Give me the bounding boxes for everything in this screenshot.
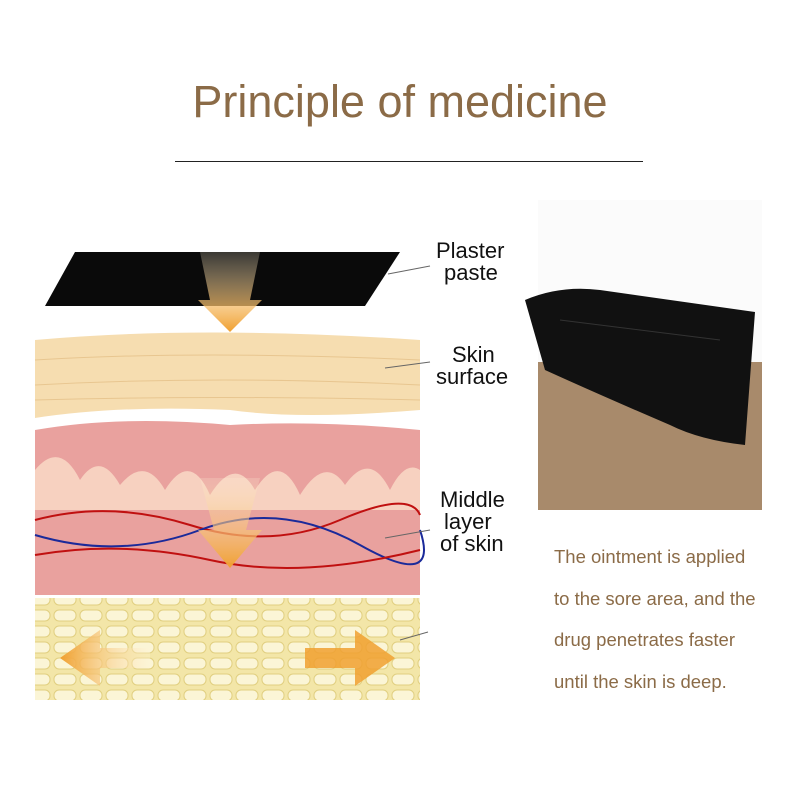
plaster-backing (525, 288, 755, 445)
description-line: drug penetrates faster (554, 629, 735, 650)
description-line: until the skin is deep. (554, 671, 727, 692)
label-skin-surface: Skin surface (436, 344, 508, 388)
penetration-arrow (198, 478, 262, 568)
page-title: Principle of medicine (192, 76, 608, 127)
label-line: Middle (440, 487, 505, 512)
description-line: to the sore area, and the (554, 588, 756, 609)
description-line: The ointment is applied (554, 546, 746, 567)
spread-arrow-left (60, 630, 150, 686)
title-divider (175, 161, 643, 162)
surface-pointer (384, 361, 431, 369)
spread-arrow-right (305, 630, 395, 686)
label-line: surface (436, 364, 509, 389)
label-line: of skin (440, 531, 504, 556)
label-line: paste (444, 260, 498, 285)
plaster-pointer (387, 265, 431, 275)
label-middle-layer: Middle layer of skin (440, 489, 505, 555)
penetration-arrow (198, 252, 262, 332)
label-plaster: Plaster paste (436, 240, 504, 284)
label-line: Plaster (436, 238, 505, 263)
label-line: Skin (452, 342, 495, 367)
skin-surface-layer (35, 332, 420, 418)
label-line: layer (444, 509, 492, 534)
middle-pointer (384, 529, 431, 539)
